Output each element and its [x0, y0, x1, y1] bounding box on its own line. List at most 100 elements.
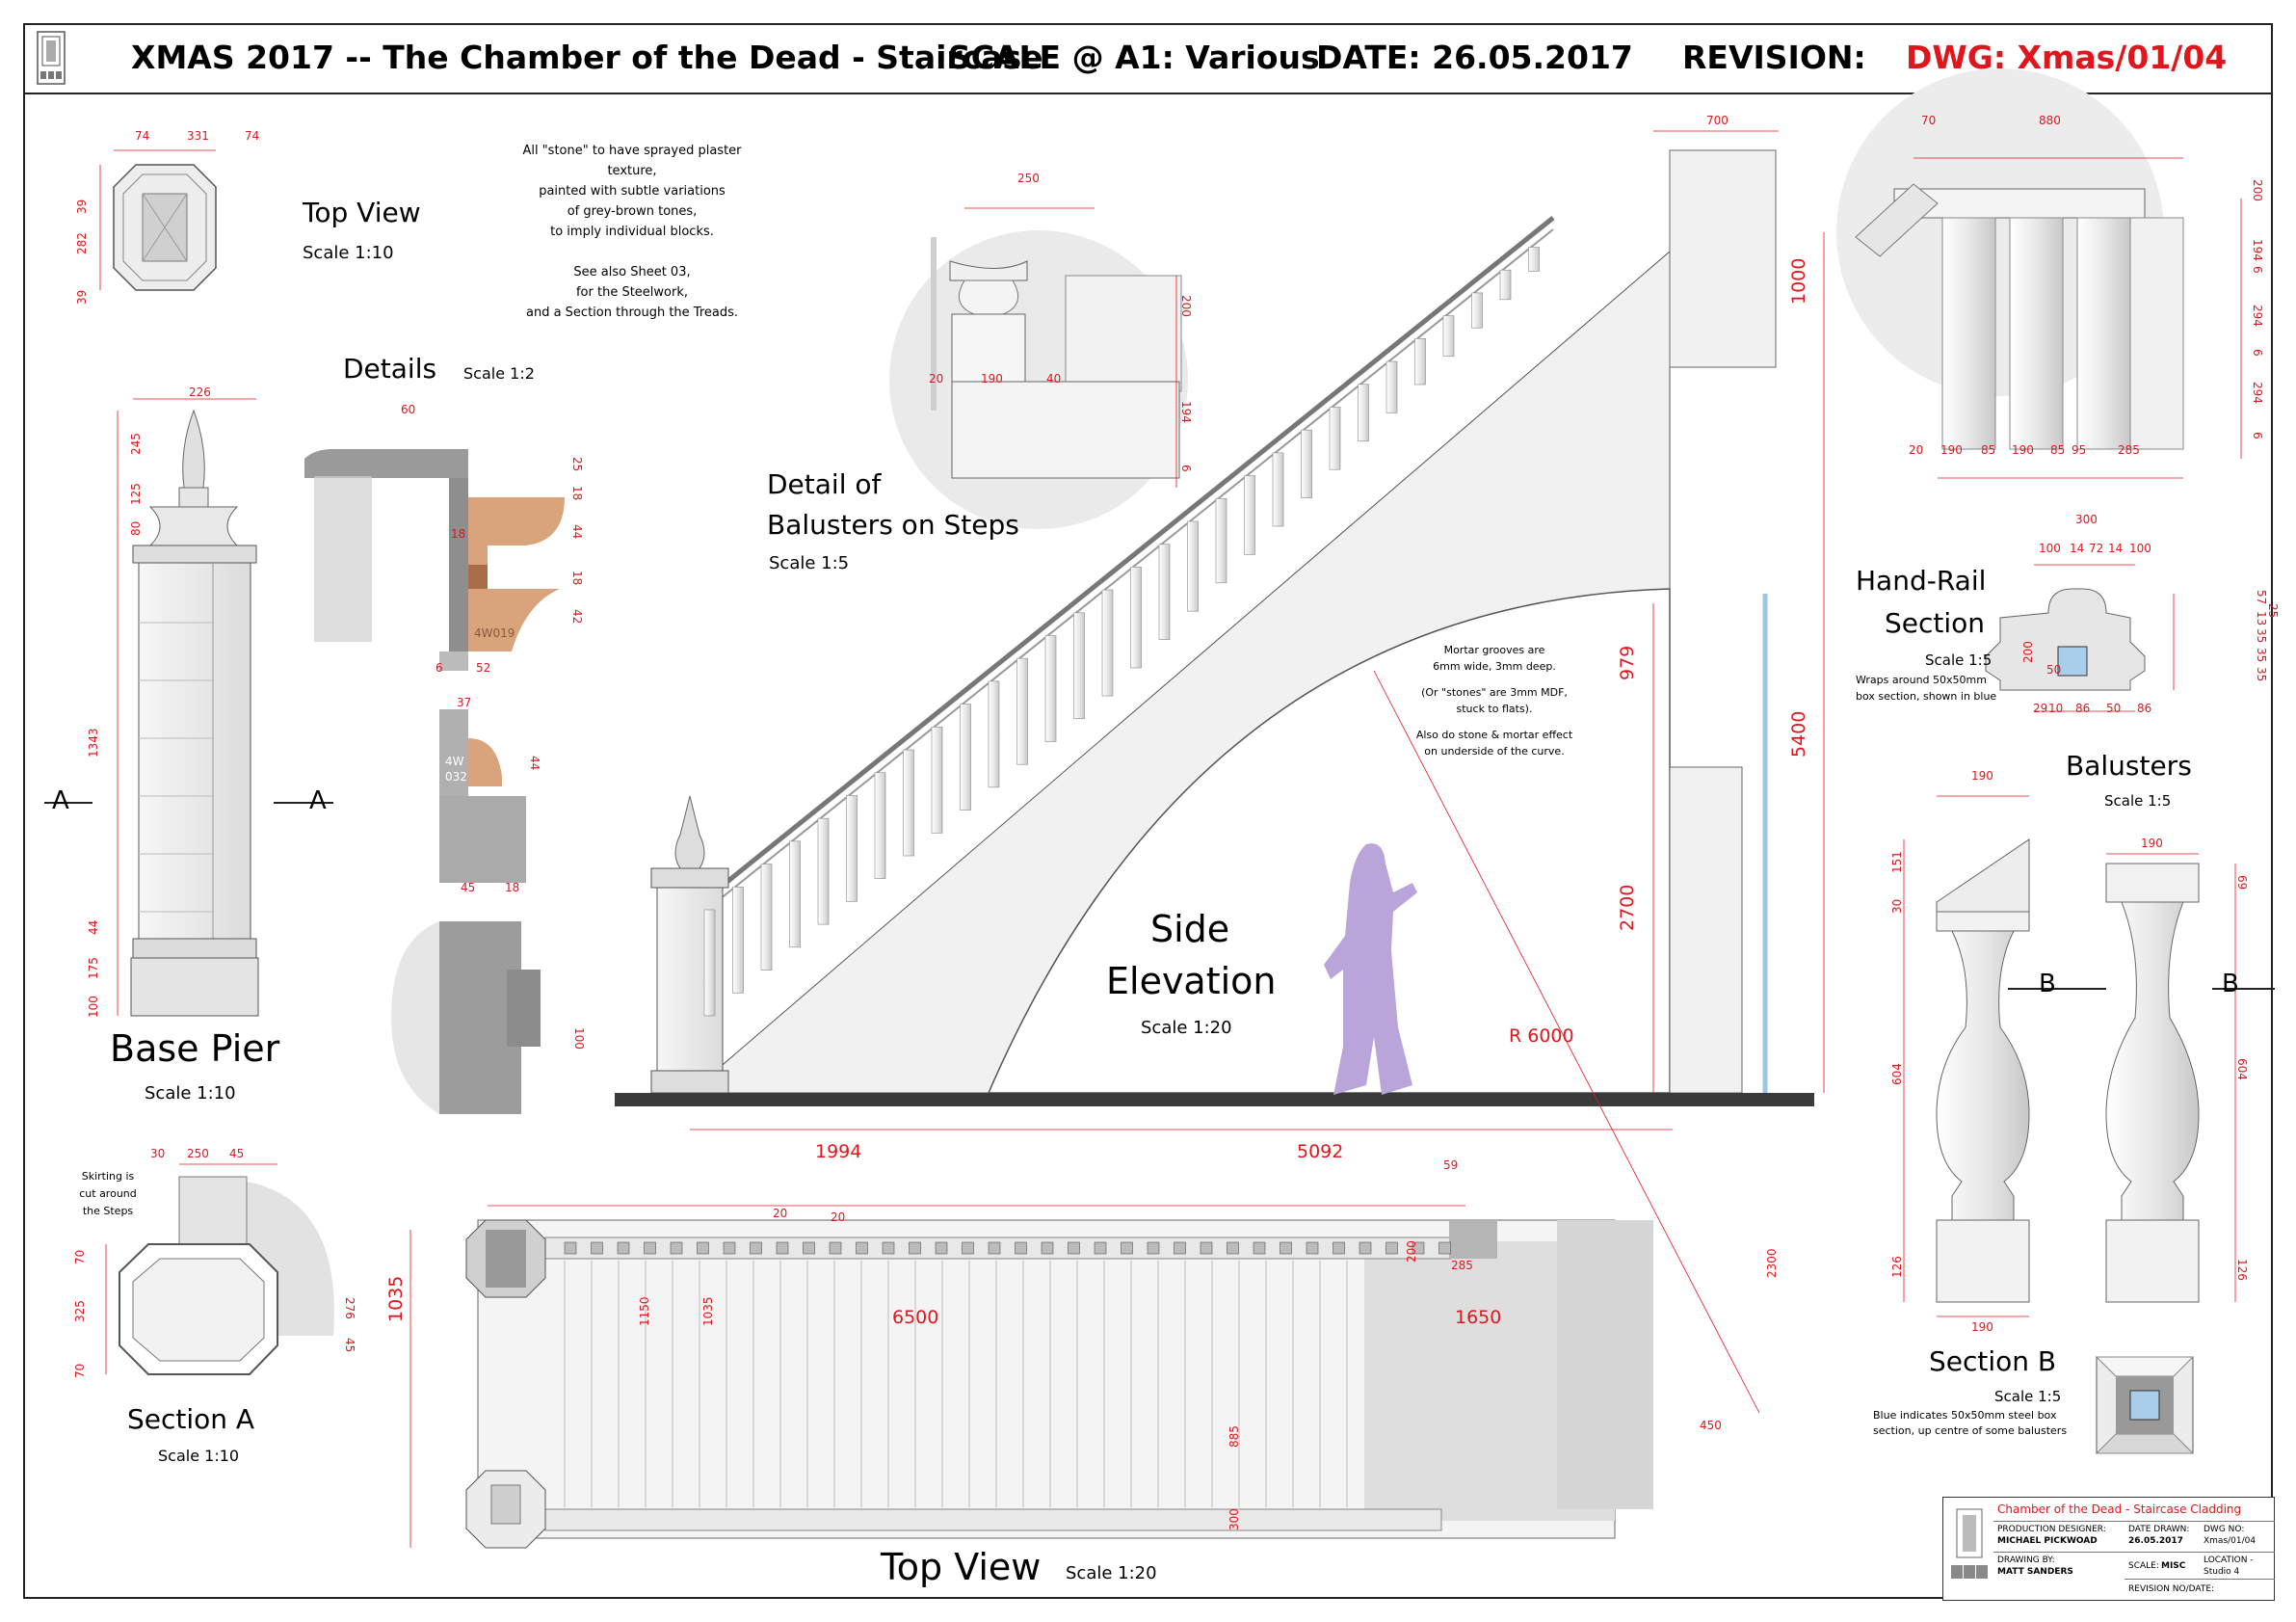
dim: 42 — [570, 609, 584, 625]
hand-rail-section — [1985, 564, 2175, 712]
baluster — [1016, 657, 1028, 765]
top-view-treads — [564, 1261, 1348, 1507]
balusters-step-detail — [889, 207, 1188, 529]
dim: 200 — [2021, 641, 2035, 663]
base-pier-elevation — [44, 398, 333, 1017]
dim: 250 — [187, 1147, 209, 1160]
dim: 14 — [2108, 542, 2124, 555]
base-pier-title: Base Pier — [110, 1027, 280, 1070]
dim: 35 — [2255, 628, 2268, 644]
dim: 979 — [1617, 645, 1638, 680]
dim: 40 — [1046, 372, 1062, 386]
section-a-scale: Scale 1:10 — [158, 1447, 240, 1465]
tb-location-label: LOCATION - — [2204, 1556, 2254, 1565]
baluster-plan — [1227, 1241, 1239, 1255]
baluster — [1386, 360, 1398, 413]
dim: 1343 — [87, 728, 100, 758]
dim: 72 — [2089, 542, 2104, 555]
dim: 285 — [1451, 1259, 1473, 1272]
side-elevation-title-1: Side — [1150, 908, 1230, 950]
baluster-plan — [1147, 1241, 1160, 1255]
dim: 20 — [929, 372, 944, 386]
dim: 35 — [2255, 667, 2268, 682]
tb-dwg-label: DWG NO: — [2204, 1525, 2245, 1534]
section-a-marker-left: A — [52, 786, 69, 815]
baluster — [817, 817, 830, 925]
baluster-plan — [1438, 1241, 1451, 1255]
dim: 1150 — [638, 1296, 651, 1326]
baluster-plan — [1333, 1241, 1345, 1255]
dim: 85 — [2050, 443, 2066, 457]
tb-drawing-by-label: DRAWING BY: — [1997, 1556, 2055, 1565]
tb-divider — [2124, 1579, 2275, 1580]
dim: 190 — [1940, 443, 1963, 457]
project-title: XMAS 2017 -- The Chamber of the Dead - S… — [131, 39, 1043, 76]
dim: 175 — [87, 957, 100, 979]
dim: 880 — [2039, 114, 2061, 127]
dim: 59 — [1443, 1158, 1459, 1172]
baluster — [1499, 269, 1512, 301]
header-scale: SCALE @ A1: Various — [948, 39, 1320, 76]
baluster-plan — [1386, 1241, 1398, 1255]
dim: 70 — [73, 1249, 87, 1264]
section-a-title: Section A — [127, 1403, 255, 1435]
radius-label: R 6000 — [1509, 1025, 1574, 1047]
tb-drawing-by: MATT SANDERS — [1997, 1567, 2073, 1577]
dim: 29 — [2033, 702, 2048, 715]
details-scale: Scale 1:2 — [463, 364, 535, 383]
baluster-plan — [1174, 1241, 1186, 1255]
balusters-detail-scale: Scale 1:5 — [769, 553, 850, 573]
note-line: stuck to flats). — [1456, 703, 1533, 715]
note-line: Mortar grooves are — [1443, 644, 1545, 656]
drawing-sheet: XMAS 2017 -- The Chamber of the Dead - S… — [23, 23, 2280, 1601]
baluster-plan — [1015, 1241, 1027, 1255]
baluster-plan — [591, 1241, 603, 1255]
note-line: and a Section through the Treads. — [525, 306, 738, 320]
dim: 282 — [75, 232, 89, 254]
baluster — [1301, 429, 1312, 498]
dim: 2300 — [1765, 1248, 1779, 1278]
dim: 44 — [570, 524, 584, 540]
hand-rail-note-2: box section, shown in blue — [1856, 690, 1997, 703]
dim: 604 — [2235, 1058, 2249, 1080]
wood-label-b2: 032 — [445, 770, 467, 784]
wood-label-b1: 4W — [445, 755, 464, 768]
baluster — [874, 772, 886, 880]
dim: 14 — [2070, 542, 2085, 555]
tb-title: Chamber of the Dead - Staircase Cladding — [1997, 1502, 2242, 1516]
baluster-plan — [962, 1241, 974, 1255]
dim: 18 — [505, 881, 520, 894]
moulding-details — [304, 449, 565, 1114]
note-line: cut around — [79, 1187, 137, 1200]
title-bar: XMAS 2017 -- The Chamber of the Dead - S… — [25, 25, 2271, 94]
dim: 450 — [1700, 1419, 1722, 1432]
dim: 6 — [2251, 349, 2264, 357]
dim: 200 — [1405, 1240, 1418, 1263]
dim: 44 — [87, 919, 100, 935]
dim: 30 — [150, 1147, 166, 1160]
title-block: Chamber of the Dead - Staircase Cladding… — [1942, 1497, 2275, 1601]
tb-production-label: PRODUCTION DESIGNER: — [1997, 1525, 2106, 1534]
bbc-logo-icon — [37, 31, 66, 85]
hand-rail-scale: Scale 1:5 — [1925, 651, 1993, 669]
tb-dwg: Xmas/01/04 — [2204, 1536, 2256, 1546]
dim: 1650 — [1455, 1307, 1502, 1328]
baluster — [1215, 497, 1227, 584]
baluster-plan — [1359, 1241, 1372, 1255]
section-a-marker-right: A — [309, 786, 327, 815]
dim: 190 — [1971, 769, 1993, 783]
header-date: DATE: 26.05.2017 — [1316, 39, 1633, 76]
baluster — [789, 840, 801, 948]
dim: 190 — [2141, 837, 2163, 850]
baluster — [1044, 635, 1057, 742]
baluster-plan — [697, 1241, 709, 1255]
bbc-logo-icon — [1951, 1508, 1988, 1579]
note-spacer — [1412, 675, 1576, 684]
dim: 700 — [1706, 114, 1729, 127]
baluster — [1329, 407, 1341, 470]
dim: 37 — [457, 696, 472, 709]
dim: 85 — [1981, 443, 1996, 457]
baluster — [1244, 475, 1255, 555]
baluster — [1358, 384, 1369, 442]
dim: 100 — [572, 1027, 586, 1050]
